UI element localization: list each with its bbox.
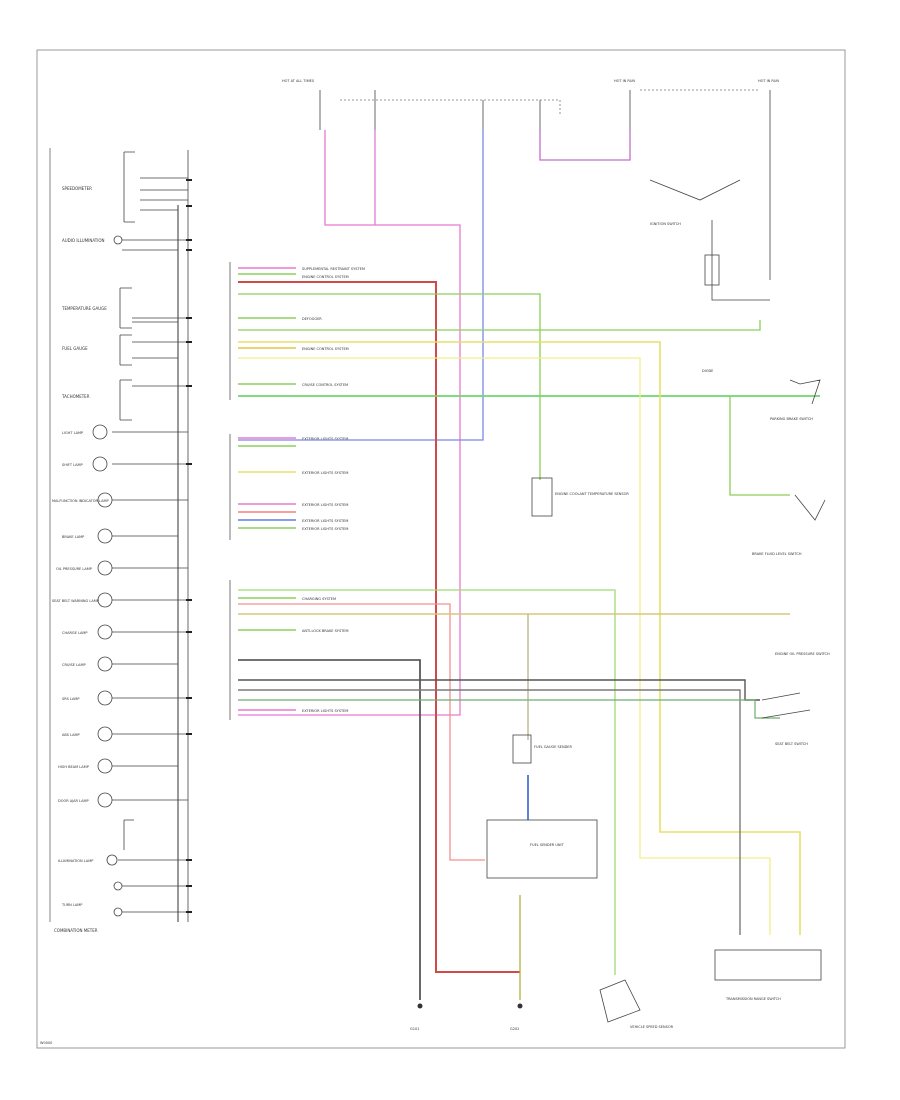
mid-label-engine-control-2: ENGINE CONTROL SYSTEM (302, 347, 349, 351)
label-hot-in-run-1: HOT IN RUN (614, 79, 635, 83)
mid-label-exterior-2: EXTERIOR LIGHTS SYSTEM (302, 471, 348, 475)
label-parking-brake-switch: PARKING BRAKE SWITCH (770, 417, 813, 421)
footer-code: W0000 (40, 1041, 52, 1045)
mid-label-cruise: CRUISE CONTROL SYSTEM (302, 383, 348, 387)
label-temperature-gauge: TEMPERATURE GAUGE (61, 306, 107, 311)
mid-label-charging: CHARGING SYSTEM (302, 597, 336, 601)
mid-label-abs: ANTI-LOCK BRAKE SYSTEM (302, 629, 349, 633)
mid-label-exterior-1: EXTERIOR LIGHTS SYSTEM (302, 437, 348, 441)
label-door-ajar-lamp: DOOR AJAR LAMP (58, 799, 89, 803)
wires (238, 89, 820, 1000)
label-abs-lamp: ABS LAMP (62, 733, 80, 737)
label-ground-g202: G202 (510, 1027, 519, 1031)
label-coolant-temp-sensor: ENGINE COOLANT TEMPERATURE SENSOR (555, 492, 629, 496)
label-audio-illumination: AUDIO ILLUMINATION (62, 238, 105, 243)
label-hot-in-run-2: HOT IN RUN (758, 79, 779, 83)
label-fuel-sender-unit: FUEL SENDER UNIT (530, 843, 565, 847)
combination-meter: SPEEDOMETER AUDIO ILLUMINATION TEMPERATU… (49, 148, 192, 933)
mid-label-engine-control-1: ENGINE CONTROL SYSTEM (302, 275, 349, 279)
label-srs-lamp: SRS LAMP (62, 697, 80, 701)
label-ignition-switch: IGNITION SWITCH (650, 222, 681, 226)
label-brake-lamp: BRAKE LAMP (62, 535, 84, 539)
diagram-frame (36, 49, 846, 1049)
label-illumination-lamp: ILLUMINATION LAMP (58, 859, 93, 863)
right-components: HOT AT ALL TIMES HOT IN RUN HOT IN RUN I… (282, 79, 830, 1001)
label-transmission-range-switch: TRANSMISSION RANGE SWITCH (725, 997, 781, 1001)
label-seat-belt-switch: SEAT BELT SWITCH (775, 742, 808, 746)
label-hot-at-all-times: HOT AT ALL TIMES (282, 79, 315, 83)
label-turn-lamp: TURN LAMP (61, 903, 82, 907)
bottom-components: FUEL GAUGE SENDER FUEL SENDER UNIT ENGIN… (410, 477, 674, 1031)
mid-label-exterior-6: EXTERIOR LIGHTS SYSTEM (302, 709, 348, 713)
mid-label-defogger: DEFOGGER (302, 317, 322, 321)
label-combination-meter: COMBINATION METER (54, 928, 98, 933)
label-shift-lamp: SHIFT LAMP (62, 463, 83, 467)
label-fuel-gauge: FUEL GAUGE (62, 346, 88, 351)
label-ground-g101: G101 (410, 1027, 419, 1031)
mid-label-exterior-3: EXTERIOR LIGHTS SYSTEM (302, 503, 348, 507)
label-high-beam-lamp: HIGH BEAM LAMP (58, 765, 89, 769)
label-cruise-lamp: CRUISE LAMP (62, 663, 86, 667)
label-diode: DIODE (702, 369, 713, 373)
mid-label-exterior-4: EXTERIOR LIGHTS SYSTEM (302, 519, 348, 523)
label-seat-belt-lamp: SEAT BELT WARNING LAMP (52, 599, 99, 603)
label-vehicle-speed-sensor: VEHICLE SPEED SENSOR (630, 1025, 674, 1029)
label-charge-lamp: CHARGE LAMP (62, 631, 88, 635)
label-oil-pressure-lamp: OIL PRESSURE LAMP (56, 567, 92, 571)
label-oil-pressure-switch: ENGINE OIL PRESSURE SWITCH (775, 652, 830, 656)
mid-label-exterior-5: EXTERIOR LIGHTS SYSTEM (302, 527, 348, 531)
middle-connectors: SUPPLEMENTAL RESTRAINT SYSTEM ENGINE CON… (229, 262, 365, 720)
label-fuel-gauge-sender: FUEL GAUGE SENDER (534, 745, 573, 749)
label-tachometer: TACHOMETER (61, 394, 90, 399)
mid-label-srs: SUPPLEMENTAL RESTRAINT SYSTEM (302, 267, 365, 271)
label-light-lamp: LIGHT LAMP (62, 431, 83, 435)
label-malfunction-lamp: MALFUNCTION INDICATOR LAMP (52, 499, 109, 503)
label-brake-fluid-switch: BRAKE FLUID LEVEL SWITCH (752, 552, 802, 556)
label-speedometer: SPEEDOMETER (62, 186, 92, 191)
